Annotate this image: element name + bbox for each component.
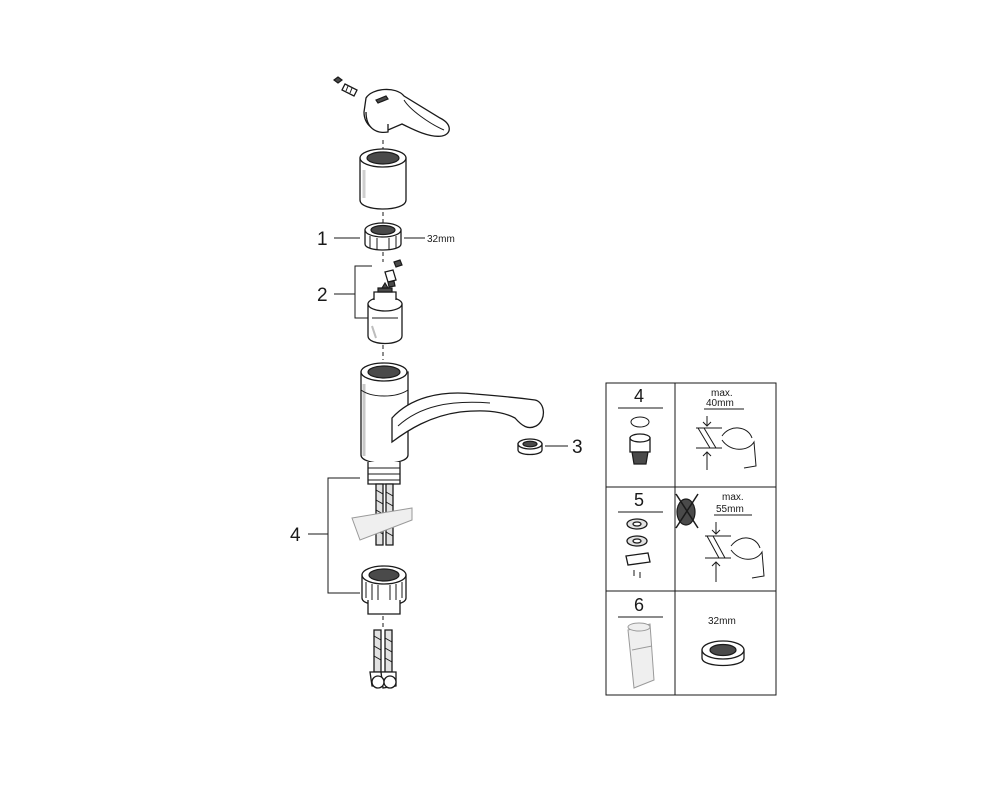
row-4-dimension: 40mm — [706, 398, 734, 409]
cartridge-nut — [364, 222, 402, 251]
service-row-5: 5 max. 55mm — [618, 490, 765, 582]
cartridge-sleeve-part — [627, 622, 655, 689]
callout-4: 4 — [290, 477, 360, 594]
mounting-plate — [351, 507, 413, 541]
cartridge-screws — [384, 259, 403, 288]
aerator — [517, 438, 543, 456]
spout — [391, 392, 545, 444]
callout-1: 1 — [317, 229, 360, 250]
fixing-nut — [361, 565, 407, 615]
callout-2: 2 — [317, 265, 372, 319]
hose-connector-part — [629, 433, 651, 465]
callout-1-label: 1 — [317, 229, 328, 250]
grub-screw — [333, 76, 358, 97]
o-ring-part — [630, 416, 650, 428]
callout-4-label: 4 — [290, 525, 301, 546]
callout-3: 3 — [545, 437, 583, 458]
callout-2-label: 2 — [317, 285, 328, 306]
row-5-max-text: max. — [722, 492, 744, 503]
service-row-4-number: 4 — [634, 386, 644, 406]
not-allowed-icon — [675, 493, 699, 529]
service-row-5-number: 5 — [634, 490, 644, 510]
threaded-shank — [367, 462, 401, 485]
callout-3-label: 3 — [572, 437, 583, 458]
row-4-max-text: max. — [711, 388, 733, 399]
nut-32mm-part — [701, 640, 745, 667]
service-row-4: 4 max. 40mm — [618, 386, 757, 470]
washer-parts — [625, 518, 651, 578]
supply-hoses-lower — [369, 629, 397, 689]
row-6-nut-size: 32mm — [708, 616, 736, 627]
service-row-6-number: 6 — [634, 595, 644, 615]
cartridge — [367, 281, 403, 345]
nut-size-annotation: 32mm — [404, 234, 455, 245]
cover-cap — [359, 148, 407, 210]
row-5-dimension: 55mm — [716, 504, 744, 515]
service-row-6: 6 32mm — [618, 595, 745, 689]
countertop-section-55 — [705, 522, 765, 582]
countertop-section-40 — [696, 416, 757, 470]
nut-size-label: 32mm — [427, 234, 455, 245]
lever-handle — [363, 88, 450, 137]
service-table: 4 max. 40mm 5 — [605, 382, 777, 696]
faucet-body — [360, 362, 409, 464]
